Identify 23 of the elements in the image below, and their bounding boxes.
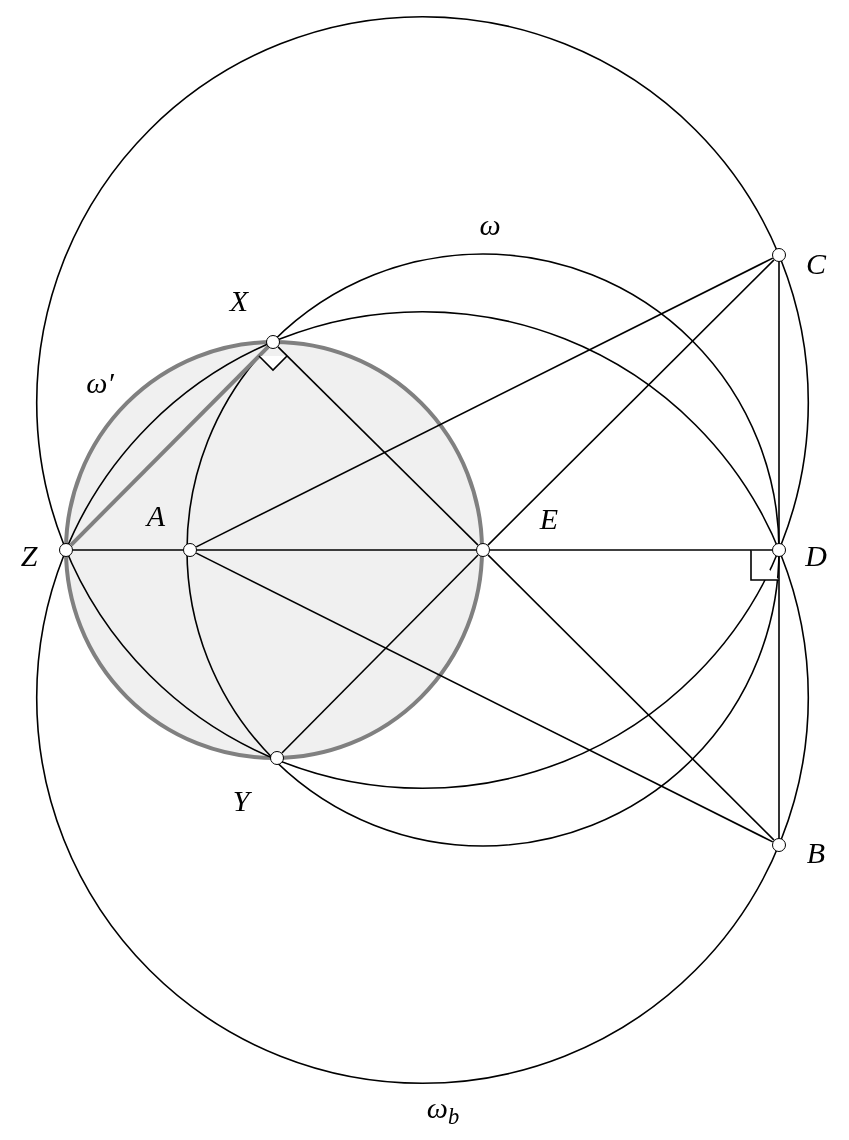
point-label: A xyxy=(146,501,166,531)
point-label: Z xyxy=(20,541,38,571)
line-segment xyxy=(69,345,270,547)
point-label: D xyxy=(805,541,827,571)
line-segment xyxy=(778,556,780,839)
point-label: E xyxy=(539,504,559,534)
line-segment xyxy=(489,549,773,551)
circle-label: ω$_{b}$ xyxy=(426,1093,460,1123)
line-segment xyxy=(487,554,775,841)
line-segment xyxy=(277,346,479,546)
point-label: X xyxy=(229,286,249,316)
line-segment xyxy=(196,549,477,551)
line-segment xyxy=(778,261,780,544)
point-label: B xyxy=(806,838,826,868)
line-segment xyxy=(195,257,774,548)
circle-label: ω′ xyxy=(86,368,114,398)
circle-label: ω xyxy=(479,210,501,240)
line-segment xyxy=(487,259,775,546)
point-label: C xyxy=(806,249,826,279)
line-segment xyxy=(195,552,774,843)
line-segment xyxy=(281,554,479,754)
line-segment xyxy=(72,549,184,551)
point-label: Y xyxy=(232,786,250,816)
